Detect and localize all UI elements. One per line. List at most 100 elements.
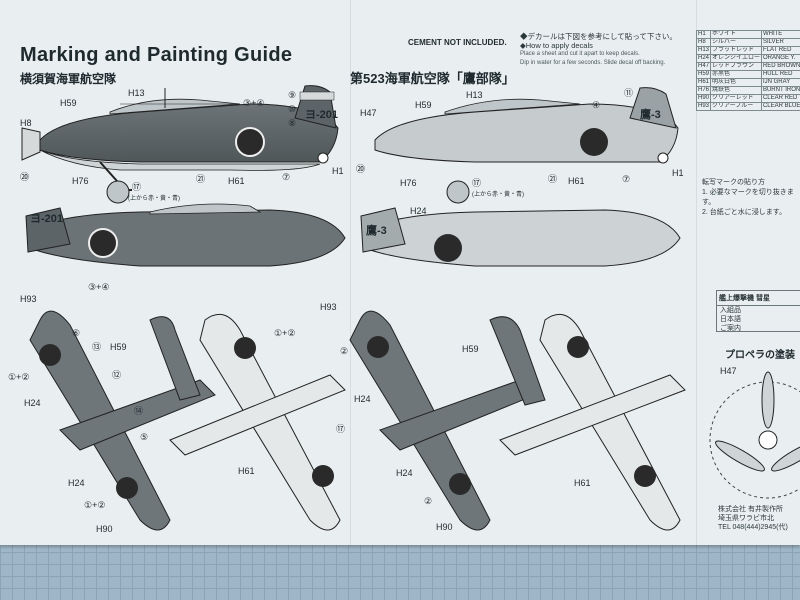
decal-note-jp: ◆デカールは下図を参考にして貼って下さい。 (520, 32, 677, 41)
label-n34-b: ③+④ (88, 282, 109, 292)
company-name: 株式会社 有井製作所 (718, 506, 783, 513)
label-n17-p: ⑰ (336, 424, 345, 434)
label-h13: H13 (128, 88, 145, 98)
label-h24-pr: H24 (354, 394, 371, 404)
label-h76: H76 (72, 176, 89, 186)
company-info: 株式会社 有井製作所 埼玉県ワラビ市北 TEL 048(444)2945(代) (718, 505, 788, 532)
label-h59-p: H59 (110, 342, 127, 352)
label-h93-r: H93 (320, 302, 337, 312)
paint-code: H47 (695, 62, 712, 71)
label-h47: H47 (360, 108, 377, 118)
paint-jp: 明灰白色 (710, 78, 762, 87)
label-n4: ④ (592, 100, 600, 110)
label-h61-r: H61 (568, 176, 585, 186)
planform-labels: H93 H59 H24 H24 H90 H61 ⑥ ⑬ ⑫ ⑭ ⑤ ①+② ①+… (8, 294, 591, 534)
propeller-title: プロペラの塗装 (725, 350, 795, 361)
paint-en: WHITE (760, 30, 800, 39)
paint-jp: シルバー (710, 38, 762, 47)
wheel-color-note-left: (上から赤・黄・青) (128, 194, 180, 202)
paint-code: H61 (695, 78, 712, 87)
label-n21: ㉑ (196, 174, 205, 184)
label-h13-r: H13 (466, 90, 483, 100)
paint-en: ORANGE Y. (760, 54, 800, 63)
decal-steps-heading: 転写マークの貼り方 (702, 179, 765, 186)
label-n9: ⑨ (288, 90, 296, 100)
side-profile-left-2: ヨ-201 ③+④ (25, 203, 346, 292)
product-info-row: 日本語 (720, 316, 741, 323)
decal-note: ◆デカールは下図を参考にして貼って下さい。 ◆How to apply deca… (520, 32, 677, 66)
paint-jp: フラットレッド (710, 46, 762, 55)
side-profile-right-2: 鷹-3 H24 (360, 206, 681, 267)
paint-jp: 赤黒色 (710, 70, 762, 79)
side-profile-right: 鷹-3 H47 H59 H13 H76 H61 H1 ⑪ ④ ⑦ ㉑ ⑳ ⑰ (… (356, 87, 684, 204)
label-h76-r: H76 (400, 178, 417, 188)
tail-code-left: ヨ-201 (305, 109, 338, 121)
planform-top-right (349, 310, 546, 531)
cement-notice: CEMENT NOT INCLUDED. (408, 38, 507, 47)
label-n11: ⑪ (624, 88, 633, 98)
label-n20: ⑳ (20, 172, 29, 182)
company-address: 埼玉県ワラビ市北 (718, 515, 774, 522)
guide-title: Marking and Painting Guide (20, 44, 293, 66)
paint-en: RED BROWN (760, 62, 800, 71)
unit-name-right: 第523海軍航空隊「鷹部隊」 (350, 71, 515, 86)
label-h90-r: H90 (436, 522, 453, 532)
paint-jp: レッドブラウン (710, 62, 762, 71)
label-n12b-3: ①+② (274, 328, 295, 338)
aircraft-artwork: ヨ-201 H59 H13 H8 H76 H61 H1 ⑨ ⑩ ⑧ ③+④ ⑦ … (8, 85, 800, 534)
side-profile-left: ヨ-201 H59 H13 H8 H76 H61 H1 ⑨ ⑩ ⑧ ③+④ ⑦ … (20, 85, 344, 204)
planform-bottom-right (499, 313, 686, 531)
label-n5: ⑤ (140, 432, 148, 442)
label-n13: ⑬ (92, 342, 101, 352)
fold-line (350, 0, 351, 545)
fold-line (696, 0, 697, 545)
label-n21-r: ㉑ (548, 174, 557, 184)
label-n8: ⑧ (288, 118, 296, 128)
decal-step-2: 2. 台紙ごと水に浸します。 (702, 209, 787, 216)
label-h24-p: H24 (24, 398, 41, 408)
decal-step-1: 1. 必要なマークを切り抜きます。 (702, 189, 794, 206)
label-n7: ⑦ (282, 172, 290, 182)
label-n10: ⑩ (288, 104, 296, 114)
decal-note-en: ◆How to apply decals (520, 41, 593, 50)
label-n6: ⑥ (72, 328, 80, 338)
paint-en: BURNT IRON (760, 86, 800, 95)
paint-code: H13 (695, 46, 712, 55)
label-n12b-2: ①+② (84, 500, 105, 510)
product-info-row: 入組品 (720, 307, 741, 314)
decal-steps: 転写マークの貼り方 1. 必要なマークを切り抜きます。 2. 台紙ごと水に浸しま… (702, 178, 800, 218)
label-h93: H93 (20, 294, 37, 304)
label-h59-pr: H59 (462, 344, 479, 354)
company-tel: TEL 048(444)2945(代) (718, 524, 788, 531)
label-h1: H1 (332, 166, 344, 176)
label-h61: H61 (228, 176, 245, 186)
label-n12: ⑫ (112, 370, 121, 380)
paint-jp: オレンジイエロー (710, 54, 762, 63)
paint-code: H59 (695, 70, 712, 79)
unit-name-left: 横須賀海軍航空隊 (20, 72, 117, 86)
label-n12b: ①+② (8, 372, 29, 382)
label-n2-b: ② (424, 496, 432, 506)
label-n34: ③+④ (243, 98, 264, 108)
label-h90: H90 (96, 524, 113, 534)
paint-code: H76 (695, 86, 712, 95)
paint-code: H24 (695, 54, 712, 63)
paint-jp: ホワイト (710, 30, 762, 39)
label-h61-p: H61 (238, 466, 255, 476)
product-info-box: 艦上爆撃機 彗星 入組品 日本語 ご案内 (716, 290, 800, 332)
propeller-diagram: H47 (709, 366, 800, 499)
label-h24-p2: H24 (68, 478, 85, 488)
paint-code: H1 (695, 30, 712, 39)
paint-jp: クリアーブルー (710, 102, 762, 111)
label-h24-pr2: H24 (396, 468, 413, 478)
tail-code-left-2: ヨ-201 (30, 213, 63, 225)
